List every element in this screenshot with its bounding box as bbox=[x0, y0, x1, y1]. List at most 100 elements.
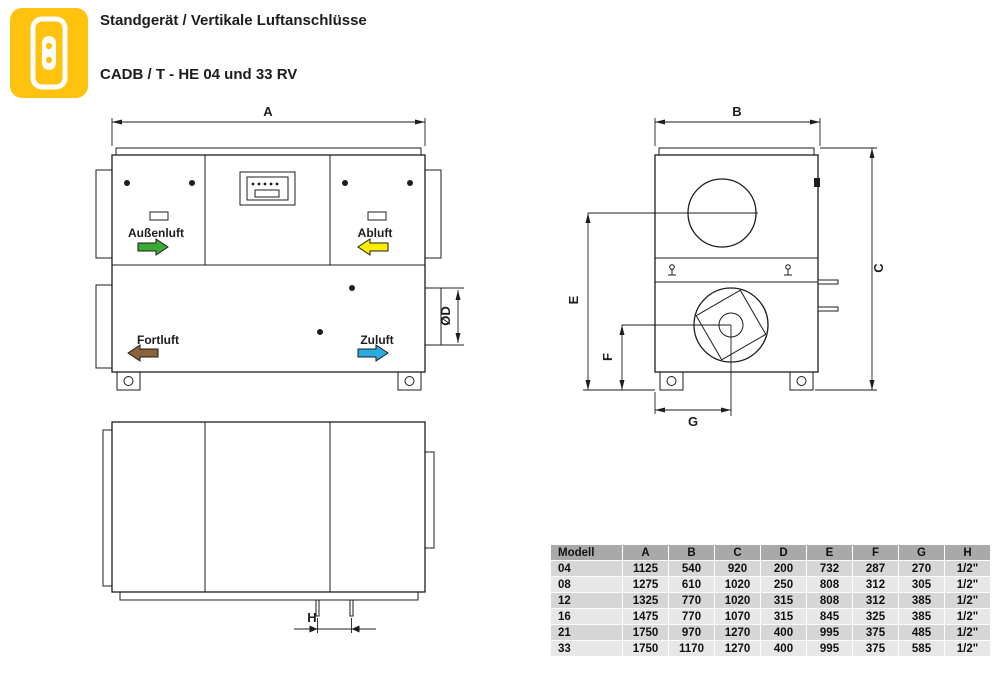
dimension-cell: 1275 bbox=[622, 576, 669, 593]
dim-h-label: H bbox=[307, 610, 316, 625]
product-type-icon bbox=[10, 8, 88, 98]
dim-od-label: ØD bbox=[438, 306, 453, 326]
dimension-cell: 995 bbox=[806, 624, 853, 641]
screw-dot bbox=[342, 180, 348, 186]
table-header-cell: G bbox=[898, 544, 945, 561]
foot bbox=[116, 371, 141, 391]
exhaust-air-arrow bbox=[127, 344, 159, 362]
dimension-e: E bbox=[566, 213, 655, 391]
dimension-cell: 540 bbox=[668, 560, 715, 577]
dim-c-label: C bbox=[871, 263, 886, 273]
screw-dot bbox=[317, 329, 323, 335]
screw-dot bbox=[189, 180, 195, 186]
table-header-cell: E bbox=[806, 544, 853, 561]
outdoor-air-label: Außenluft bbox=[128, 226, 184, 240]
dimension-cell: 485 bbox=[898, 624, 945, 641]
table-header-cell: B bbox=[668, 544, 715, 561]
dimension-c: C bbox=[815, 147, 886, 391]
model-cell: 16 bbox=[550, 608, 623, 625]
pipe-stub bbox=[817, 306, 839, 312]
dimension-cell: 1475 bbox=[622, 608, 669, 625]
duct-flange bbox=[95, 284, 113, 369]
pipe-stub bbox=[817, 279, 839, 285]
dimension-cell: 1750 bbox=[622, 640, 669, 657]
duct-flange bbox=[424, 169, 442, 259]
duct-flange bbox=[424, 451, 435, 549]
base-rail bbox=[119, 591, 419, 601]
dim-f-label: F bbox=[600, 353, 615, 361]
dimension-cell: 287 bbox=[852, 560, 899, 577]
dimension-cell: 1270 bbox=[714, 624, 761, 641]
side-view-drawing: B bbox=[566, 104, 886, 429]
duct-flange bbox=[424, 287, 442, 346]
dimension-cell: 400 bbox=[760, 640, 807, 657]
dimension-cell: 305 bbox=[898, 576, 945, 593]
front-body bbox=[95, 147, 442, 391]
foot bbox=[789, 371, 814, 391]
dimension-cell: 1070 bbox=[714, 608, 761, 625]
dimension-cell: 1/2" bbox=[944, 608, 991, 625]
dimension-cell: 1125 bbox=[622, 560, 669, 577]
table-header-cell: A bbox=[622, 544, 669, 561]
duct-flange bbox=[102, 429, 113, 587]
screw-dot bbox=[407, 180, 413, 186]
dimension-cell: 920 bbox=[714, 560, 761, 577]
dimension-cell: 1270 bbox=[714, 640, 761, 657]
dimension-b: B bbox=[654, 104, 821, 146]
dimension-a: A bbox=[111, 104, 426, 146]
dimension-cell: 325 bbox=[852, 608, 899, 625]
dimension-cell: 610 bbox=[668, 576, 715, 593]
dimension-cell: 1325 bbox=[622, 592, 669, 609]
dim-a-label: A bbox=[263, 104, 273, 119]
duct-flange bbox=[95, 169, 113, 259]
model-cell: 08 bbox=[550, 576, 623, 593]
foot bbox=[397, 371, 422, 391]
table-header-cell: F bbox=[852, 544, 899, 561]
table-header-cell: C bbox=[714, 544, 761, 561]
dimension-cell: 770 bbox=[668, 592, 715, 609]
icon-dot bbox=[45, 42, 53, 50]
dimension-cell: 1020 bbox=[714, 592, 761, 609]
dimension-cell: 732 bbox=[806, 560, 853, 577]
valve-symbol bbox=[784, 264, 792, 276]
dimension-cell: 770 bbox=[668, 608, 715, 625]
dim-b-label: B bbox=[732, 104, 741, 119]
model-cell: 33 bbox=[550, 640, 623, 657]
dimension-h: H bbox=[294, 610, 376, 633]
dimension-cell: 1020 bbox=[714, 576, 761, 593]
dimension-cell: 315 bbox=[760, 592, 807, 609]
supply-air-arrow bbox=[357, 344, 389, 362]
screw-dot bbox=[124, 180, 130, 186]
drain-pipe bbox=[349, 599, 354, 617]
latch bbox=[814, 178, 820, 187]
exhaust-air-label: Fortluft bbox=[137, 333, 179, 347]
handle-slot bbox=[149, 211, 169, 221]
dimension-f: F bbox=[600, 325, 625, 390]
model-cell: 21 bbox=[550, 624, 623, 641]
dimension-cell: 270 bbox=[898, 560, 945, 577]
extract-air-label: Abluft bbox=[358, 226, 393, 240]
drain-pipe bbox=[315, 599, 320, 617]
control-panel bbox=[239, 171, 296, 206]
dimension-cell: 385 bbox=[898, 608, 945, 625]
bottom-body bbox=[102, 421, 435, 617]
front-view-drawing: A bbox=[95, 104, 464, 391]
side-body bbox=[588, 147, 839, 416]
dimension-cell: 970 bbox=[668, 624, 715, 641]
dimension-cell: 1170 bbox=[668, 640, 715, 657]
dimension-cell: 808 bbox=[806, 592, 853, 609]
dimension-cell: 315 bbox=[760, 608, 807, 625]
dimension-cell: 1750 bbox=[622, 624, 669, 641]
dimension-cell: 1/2" bbox=[944, 576, 991, 593]
dimension-cell: 1/2" bbox=[944, 592, 991, 609]
table-header-cell: Modell bbox=[550, 544, 623, 561]
model-cell: 12 bbox=[550, 592, 623, 609]
dim-g-label: G bbox=[688, 414, 698, 429]
fan-frame bbox=[695, 289, 767, 361]
